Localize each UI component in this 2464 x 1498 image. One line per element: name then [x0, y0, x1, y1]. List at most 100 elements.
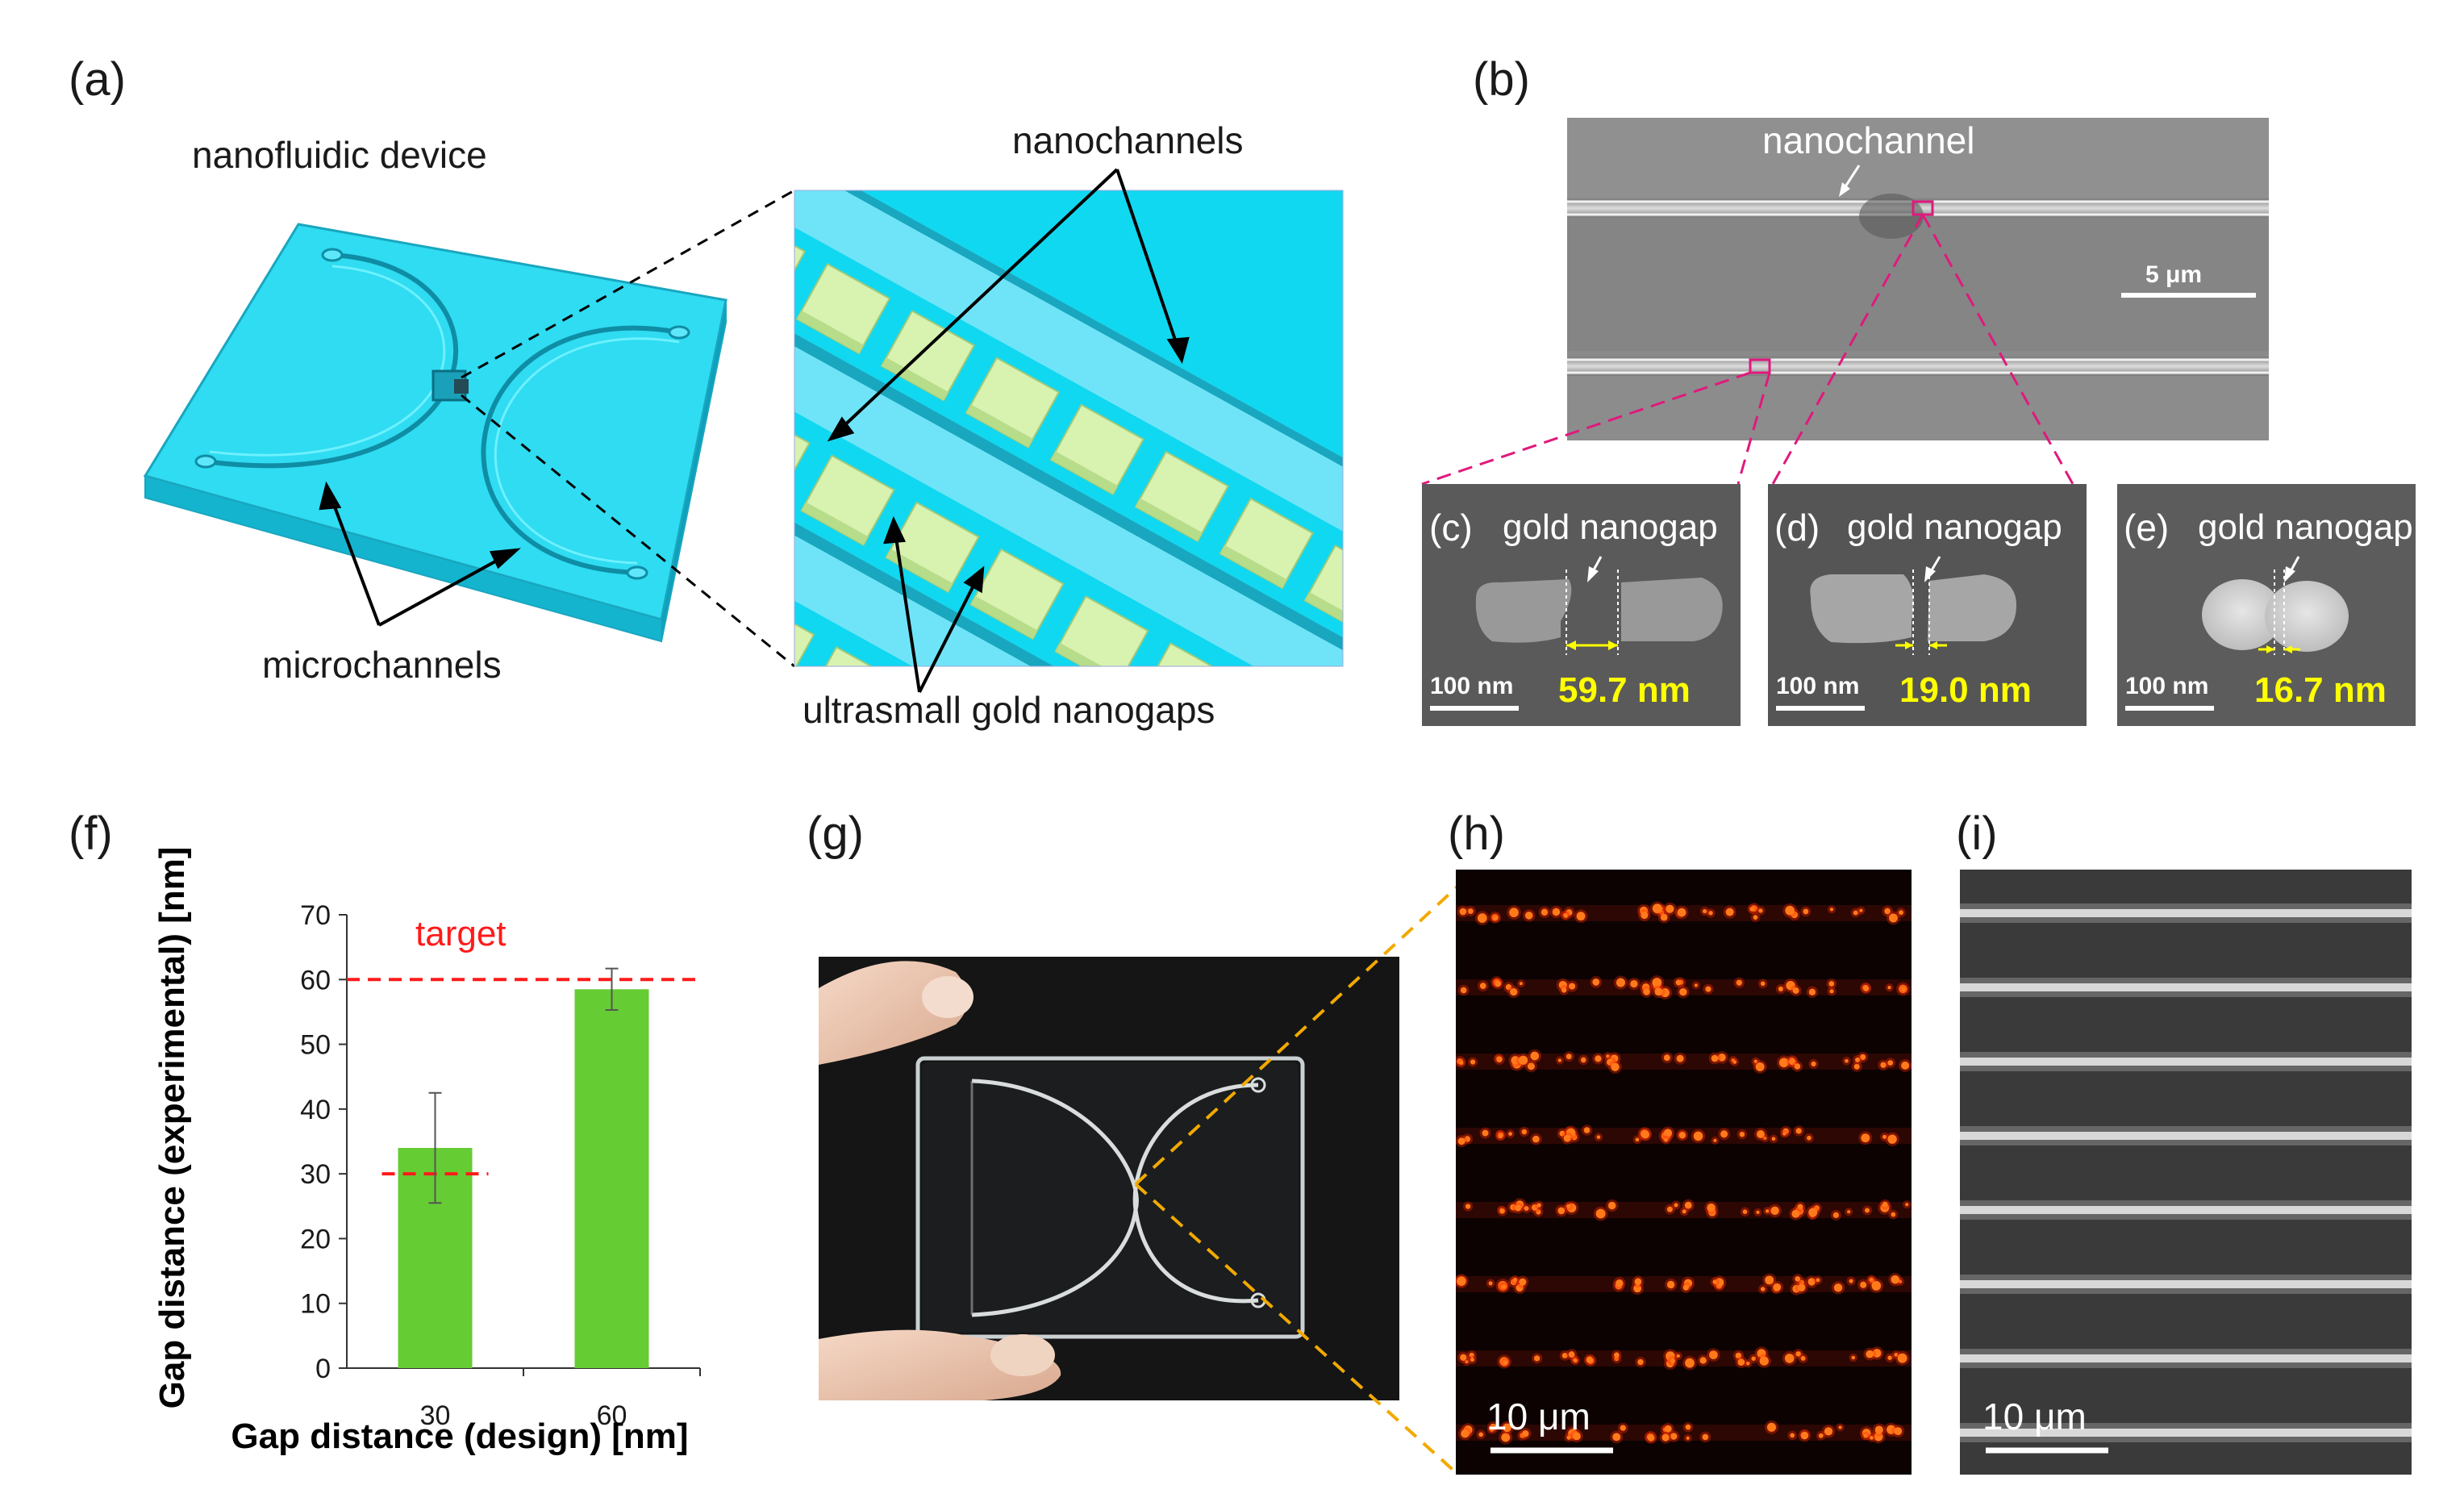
panel-g: (g) [807, 807, 1460, 1476]
nanochannels-arrows [827, 168, 1190, 442]
sem-channel-line [1960, 1058, 2412, 1066]
fluor-dot [1460, 1354, 1467, 1362]
fluor-dot [1559, 1130, 1566, 1137]
fluor-dot [1685, 1424, 1691, 1430]
fluor-dot [1614, 1356, 1620, 1362]
fluor-dot [1759, 1356, 1769, 1366]
fluor-dot [1460, 987, 1467, 994]
fluor-dot [1795, 1275, 1801, 1282]
panel-h: (h) 10 μm [1448, 807, 1912, 1475]
fluor-dot [1713, 1138, 1717, 1142]
fluor-dot [1611, 1062, 1620, 1071]
fluor-dot [1519, 982, 1523, 986]
y-tick-label: 40 [300, 1095, 331, 1125]
fluor-dot [1860, 1281, 1867, 1288]
fluor-dot [1778, 986, 1783, 992]
fluor-dot [1884, 908, 1891, 915]
fluor-dot [1795, 1351, 1801, 1357]
channel-band-2 [794, 221, 1343, 666]
fluor-dot [1606, 1054, 1610, 1058]
fluor-dot [1874, 1432, 1883, 1442]
fluor-dot [1676, 1354, 1680, 1358]
fluor-dot [1682, 1284, 1689, 1291]
fluor-dot [1758, 908, 1763, 913]
fluor-dot [1824, 1427, 1833, 1436]
panel-d: (d) gold nanogap 100 nm 19.0 nm [1768, 484, 2087, 726]
fluor-dot [1512, 1277, 1518, 1283]
i-scale-label: 10 μm [1982, 1396, 2087, 1437]
fluor-dot [1586, 1356, 1594, 1363]
fluor-dot [1467, 908, 1474, 914]
fluor-dot [1616, 1279, 1624, 1287]
fluor-dot [1708, 911, 1713, 916]
fluor-dot [1569, 983, 1576, 990]
fluor-dot [1765, 1275, 1774, 1285]
fluor-dot [1677, 908, 1686, 917]
fluor-dot [1702, 1433, 1709, 1441]
x-tick-label: 60 [597, 1400, 627, 1431]
panel-a: (a) nanofluidic device [69, 53, 1344, 731]
panel-d-title: gold nanogap [1847, 507, 2062, 547]
panel-f-label: (f) [69, 807, 113, 860]
fluor-dot [1870, 1278, 1874, 1283]
fluor-dot [1674, 1203, 1678, 1208]
sem-channel-line [1960, 1280, 2412, 1288]
fluor-dot [1652, 903, 1662, 914]
fluor-dot [1592, 978, 1600, 986]
fluor-dot [1807, 1278, 1816, 1286]
fluor-dot [1709, 1350, 1718, 1359]
fluor-dot [1897, 1353, 1907, 1363]
fluor-dot [1855, 1057, 1861, 1062]
panel-b-label: (b) [1473, 53, 1530, 106]
fluor-dot [1552, 908, 1561, 916]
sem-channel-line [1960, 1132, 2412, 1140]
fluor-dot [1470, 1059, 1476, 1065]
fluor-dot [1901, 987, 1906, 991]
fluor-dot [1616, 978, 1625, 987]
fluor-dot [1654, 987, 1663, 996]
fluor-dot [1739, 1131, 1745, 1137]
fluor-dot [1536, 1203, 1541, 1208]
fluor-dot [1799, 1279, 1804, 1286]
fluor-dot [1641, 911, 1649, 920]
fluor-dot [1678, 1132, 1686, 1139]
panel-g-label: (g) [807, 807, 864, 860]
fluor-dot [1566, 1435, 1571, 1440]
fluor-dot [1756, 1210, 1760, 1214]
fluor-dot [1755, 1062, 1765, 1071]
y-tick-label: 60 [300, 965, 331, 995]
fluor-dot [1515, 1204, 1522, 1212]
fluor-dot [1461, 1429, 1470, 1438]
nanochannels-label: nanochannels [1012, 119, 1243, 161]
fluor-dot [1572, 1432, 1581, 1441]
fluor-dot [1498, 1133, 1503, 1139]
sem-channel-line [1960, 1206, 2412, 1214]
gold-pad [794, 215, 807, 308]
fluor-dot [1580, 1057, 1586, 1063]
fluor-dot [1664, 1137, 1668, 1142]
g-to-h-callout [1134, 884, 1460, 1476]
fluor-dot [1477, 913, 1487, 924]
fluor-dot [1702, 909, 1707, 914]
fluor-dot [1568, 1351, 1575, 1358]
fluor-dot [1715, 1278, 1724, 1287]
bar-60 [574, 989, 649, 1368]
fluor-dot [1811, 1061, 1816, 1067]
fluor-dot [1527, 1062, 1535, 1070]
fluor-dot [1763, 1136, 1767, 1140]
fluor-dot [1685, 1358, 1695, 1368]
fluor-dot [1790, 1433, 1795, 1438]
fluor-dot [1566, 909, 1573, 916]
microchannels-arrows [319, 481, 521, 627]
nanochannel-zoom-illustration [794, 190, 1343, 666]
fluorescence-image [1456, 870, 1912, 1475]
nanogaps-arrows [883, 515, 985, 693]
callout-box-bottom [1749, 358, 1771, 374]
fluor-dot [1684, 1201, 1692, 1209]
e-scale-label: 100 nm [2125, 673, 2208, 699]
fluor-dot [1853, 910, 1858, 916]
fluor-dot [1510, 987, 1518, 996]
fluor-dot [1521, 1129, 1528, 1135]
fluor-dot [1459, 908, 1467, 916]
